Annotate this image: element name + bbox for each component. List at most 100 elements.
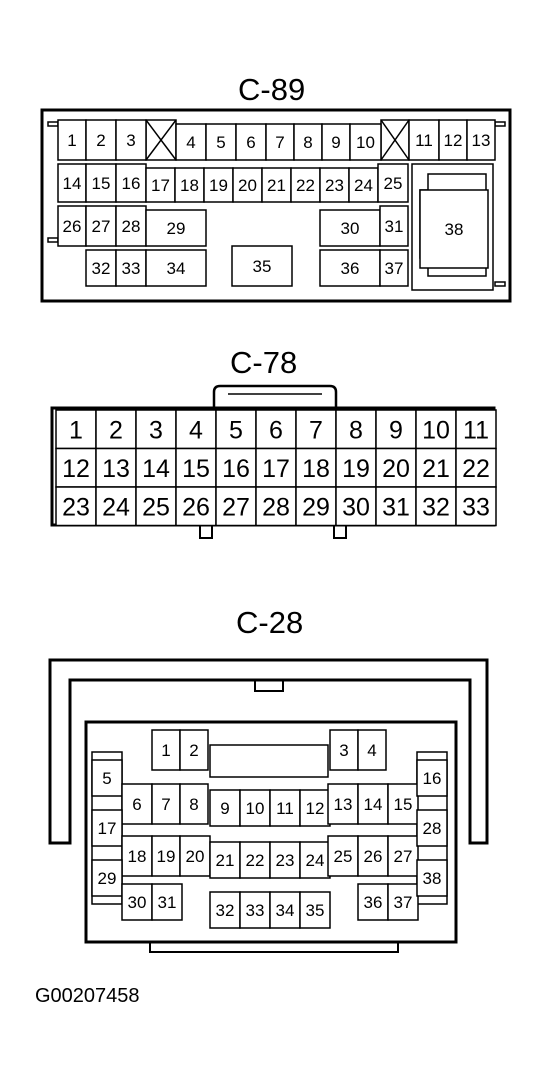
c28-pin-label: 28	[423, 819, 442, 838]
c28-pin-6: 6	[121, 783, 153, 825]
connector-c78-key	[333, 524, 347, 539]
c28-pin-35: 35	[299, 891, 331, 929]
c78-pin-label: 30	[342, 493, 370, 521]
c28-pin-19: 19	[151, 835, 181, 877]
c28-pin-label: 25	[334, 847, 353, 866]
c28-pin-3: 3	[329, 729, 359, 771]
c28-pin-label: 6	[132, 795, 141, 814]
c78-pin-label: 17	[262, 455, 290, 483]
c28-pin-label: 18	[128, 847, 147, 866]
c78-pin-22: 22	[455, 447, 497, 488]
c78-pin-2: 2	[95, 409, 137, 450]
c28-pin-label: 27	[394, 847, 413, 866]
c28-pin-label: 17	[98, 819, 117, 838]
c28-pin-23: 23	[269, 841, 301, 879]
c78-pin-label: 14	[142, 455, 170, 483]
connector-c28-housing	[84, 720, 458, 944]
c89-pin-label: 1	[67, 131, 76, 150]
c28-pin-label: 16	[423, 769, 442, 788]
c89-pin-label: 33	[122, 259, 141, 278]
c89-pin-12: 12	[438, 119, 468, 161]
c28-pin-label: 11	[276, 799, 294, 818]
c78-pin-label: 28	[262, 493, 290, 521]
c89-pin-10: 10	[349, 123, 382, 161]
c28-pin-label: 23	[276, 851, 295, 870]
c89-pin-28: 28	[115, 205, 147, 247]
c89-pin-24: 24	[348, 167, 379, 203]
c28-pin-label: 2	[189, 741, 198, 760]
c78-pin-13: 13	[95, 447, 137, 488]
c78-pin-18: 18	[295, 447, 337, 488]
c89-pin-34: 34	[145, 249, 207, 287]
c78-pin-28: 28	[255, 486, 297, 527]
c78-pin-11: 11	[455, 409, 497, 450]
c89-pin-5: 5	[205, 123, 237, 161]
c28-pin-label: 36	[364, 893, 383, 912]
c89-pin-38: 38	[419, 189, 489, 269]
c28-pin-12: 12	[299, 789, 331, 827]
connector-c28-window	[209, 744, 329, 778]
c78-pin-9: 9	[375, 409, 417, 450]
c78-pin-21: 21	[415, 447, 457, 488]
c78-pin-7: 7	[295, 409, 337, 450]
c28-pin-label: 33	[246, 901, 265, 920]
c89-pin-label: 4	[186, 133, 195, 152]
c89-pin-label: 6	[246, 133, 255, 152]
c89-pin-label: 38	[445, 220, 464, 239]
c78-pin-label: 2	[109, 416, 123, 444]
connector-c78-latch	[212, 384, 338, 408]
c28-pin-label: 13	[334, 795, 353, 814]
c78-pin-5: 5	[215, 409, 257, 450]
c28-pin-label: 3	[339, 741, 348, 760]
c78-pin-23: 23	[55, 486, 97, 527]
c89-pin-30: 30	[319, 209, 381, 247]
connector-c89-latch	[47, 237, 59, 243]
c78-pin-label: 18	[302, 455, 330, 483]
c89-pin-label: 11	[415, 131, 433, 150]
c28-pin-label: 29	[98, 869, 117, 888]
c89-pin-label: 26	[63, 217, 82, 236]
c89-pin-32: 32	[85, 249, 117, 287]
c28-pin-25: 25	[327, 835, 359, 877]
c78-pin-label: 4	[189, 416, 203, 444]
c78-pin-4: 4	[175, 409, 217, 450]
c78-pin-26: 26	[175, 486, 217, 527]
c89-pin-33: 33	[115, 249, 147, 287]
c89-pin-label: 36	[341, 259, 360, 278]
c28-pin-17: 17	[91, 809, 123, 847]
c89-pin-31: 31	[379, 205, 409, 247]
c78-pin-label: 25	[142, 493, 170, 521]
c78-pin-label: 27	[222, 493, 250, 521]
c28-pin-label: 7	[161, 795, 170, 814]
c28-pin-31: 31	[151, 883, 183, 921]
connector-c28-title: C-28	[236, 605, 303, 640]
c28-pin-11: 11	[269, 789, 301, 827]
c28-pin-30: 30	[121, 883, 153, 921]
figure-id: G00207458	[35, 985, 140, 1007]
c89-pin-11: 11	[408, 119, 440, 161]
c78-pin-label: 11	[463, 416, 489, 444]
c78-pin-31: 31	[375, 486, 417, 527]
c89-pin-label: 30	[341, 219, 360, 238]
c28-pin-label: 34	[276, 901, 295, 920]
c28-pin-label: 4	[367, 741, 376, 760]
c28-pin-2: 2	[179, 729, 209, 771]
c89-pin-21: 21	[261, 167, 292, 203]
c89-pin-label: 2	[96, 131, 105, 150]
c28-pin-36: 36	[357, 883, 389, 921]
c28-pin-label: 38	[423, 869, 442, 888]
connector-c89-latch	[47, 121, 59, 127]
c78-pin-label: 19	[342, 455, 370, 483]
c78-pin-3: 3	[135, 409, 177, 450]
c89-pin-label: 18	[180, 176, 199, 195]
c28-pin-21: 21	[209, 841, 241, 879]
c89-pin-label: 21	[267, 176, 286, 195]
c28-pin-label: 8	[189, 795, 198, 814]
c89-pin-17: 17	[145, 167, 176, 203]
c89-pin-label: 12	[444, 131, 463, 150]
c28-pin-7: 7	[151, 783, 181, 825]
c28-pin-22: 22	[239, 841, 271, 879]
